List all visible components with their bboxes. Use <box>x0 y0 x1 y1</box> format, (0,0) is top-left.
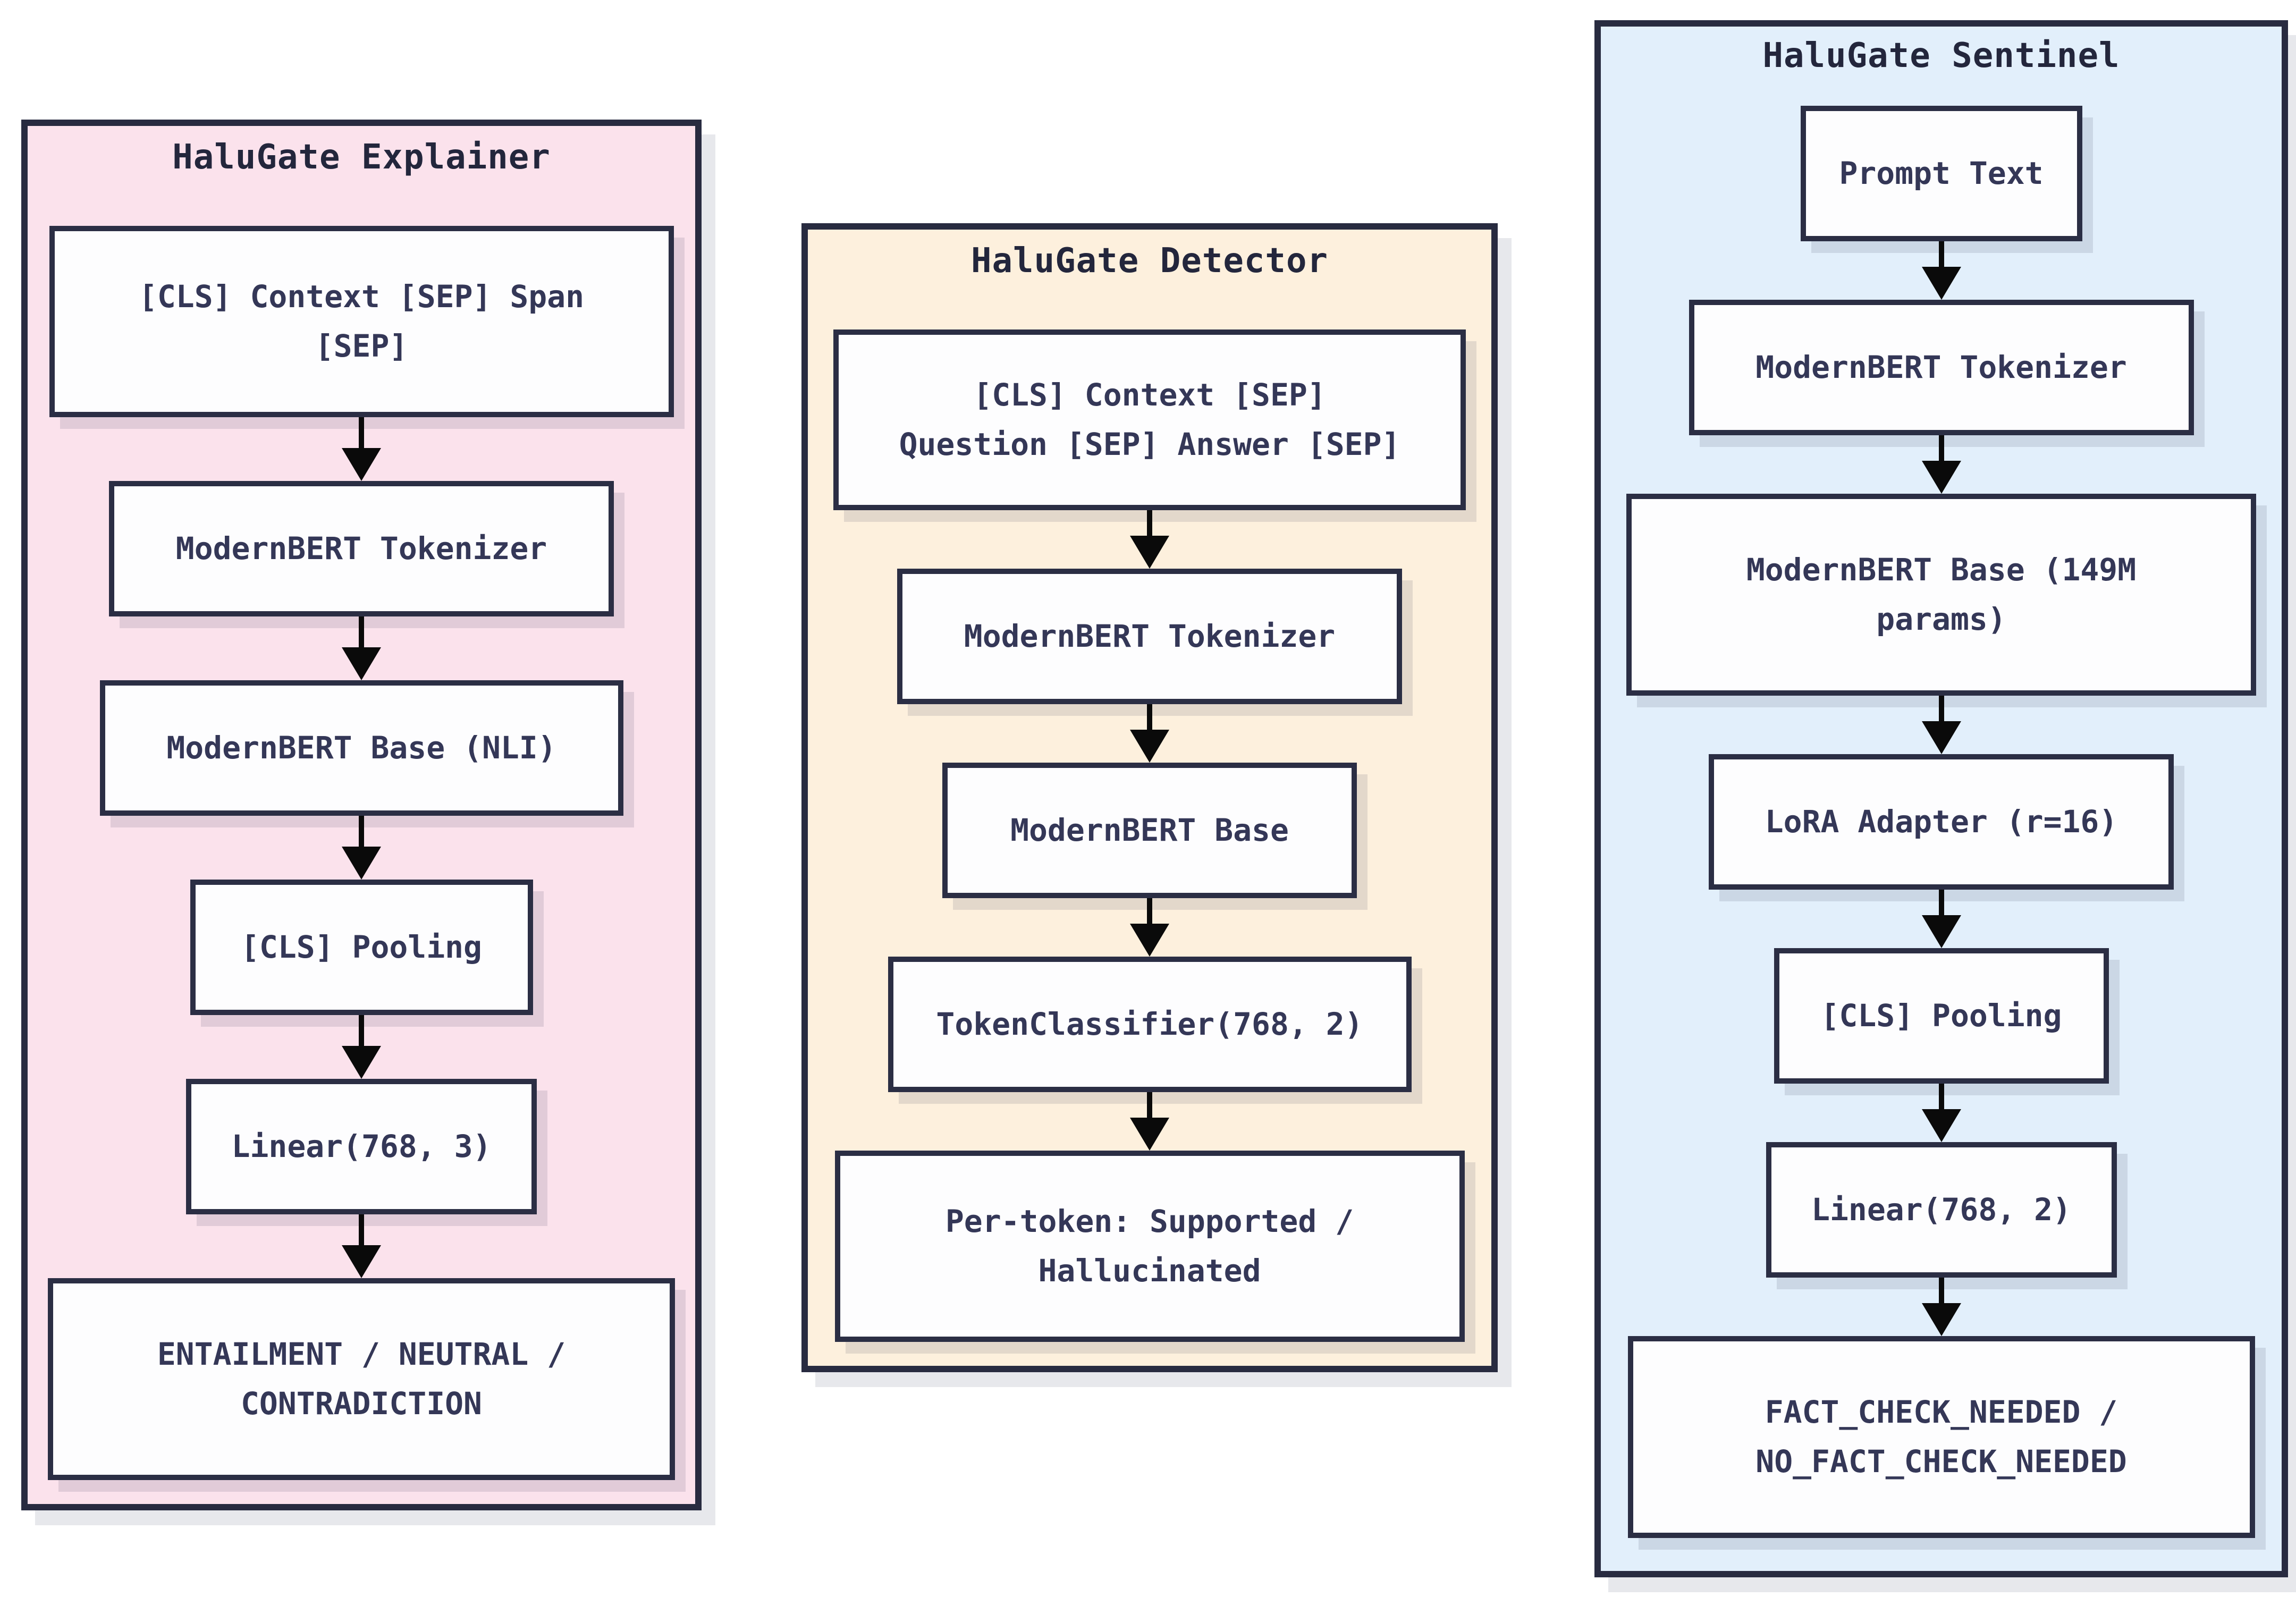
down-arrow-icon <box>1130 704 1169 763</box>
node-linear-768-2: Linear(768, 2) <box>1766 1142 2117 1278</box>
panel-title-sentinel: HaluGate Sentinel <box>1762 36 2120 75</box>
node-modernbert-tokenizer: ModernBERT Tokenizer <box>897 569 1402 704</box>
down-arrow-icon <box>1922 1084 1961 1142</box>
down-arrow-icon <box>342 816 381 880</box>
down-arrow-icon <box>1922 435 1961 494</box>
node-output-entailment-neutral-contradiction: ENTAILMENT / NEUTRAL / CONTRADICTION <box>48 1278 675 1480</box>
node-output-per-token-supported-hallucinated: Per-token: Supported / Hallucinated <box>834 1151 1465 1342</box>
panel-title-detector: HaluGate Detector <box>970 241 1329 281</box>
node-cls-pooling: [CLS] Pooling <box>1774 948 2109 1084</box>
panel-halugate-detector: HaluGate Detector [CLS] Context [SEP] Qu… <box>801 223 1498 1372</box>
down-arrow-icon <box>1130 1092 1169 1151</box>
node-modernbert-tokenizer: ModernBERT Tokenizer <box>1689 300 2194 435</box>
down-arrow-icon <box>342 616 381 680</box>
panel-title-explainer: HaluGate Explainer <box>172 138 551 177</box>
down-arrow-icon <box>1922 696 1961 754</box>
down-arrow-icon <box>1922 241 1961 300</box>
node-input-cls-context-sep-span: [CLS] Context [SEP] Span [SEP] <box>49 226 674 417</box>
node-modernbert-base: ModernBERT Base <box>942 763 1357 898</box>
node-lora-adapter-r16: LoRA Adapter (r=16) <box>1709 754 2174 890</box>
down-arrow-icon <box>1922 1278 1961 1336</box>
node-output-fact-check-needed: FACT_CHECK_NEEDED / NO_FACT_CHECK_NEEDED <box>1627 1336 2255 1538</box>
down-arrow-icon <box>342 1214 381 1278</box>
down-arrow-icon <box>1130 510 1169 569</box>
node-linear-768-3: Linear(768, 3) <box>186 1079 537 1214</box>
down-arrow-icon <box>1130 898 1169 957</box>
node-prompt-text: Prompt Text <box>1800 106 2082 241</box>
panel-halugate-sentinel: HaluGate Sentinel Prompt Text ModernBERT… <box>1594 20 2288 1577</box>
node-cls-pooling: [CLS] Pooling <box>190 880 533 1015</box>
node-tokenclassifier-768-2: TokenClassifier(768, 2) <box>888 957 1412 1092</box>
node-modernbert-tokenizer: ModernBERT Tokenizer <box>109 481 614 616</box>
down-arrow-icon <box>342 1015 381 1079</box>
panel-halugate-explainer: HaluGate Explainer [CLS] Context [SEP] S… <box>21 120 702 1510</box>
down-arrow-icon <box>342 417 381 481</box>
node-input-cls-context-question-answer: [CLS] Context [SEP] Question [SEP] Answe… <box>833 329 1466 510</box>
down-arrow-icon <box>1922 890 1961 948</box>
node-modernbert-base-nli: ModernBERT Base (NLI) <box>99 680 623 816</box>
node-modernbert-base-149m-params: ModernBERT Base (149M params) <box>1626 494 2256 696</box>
